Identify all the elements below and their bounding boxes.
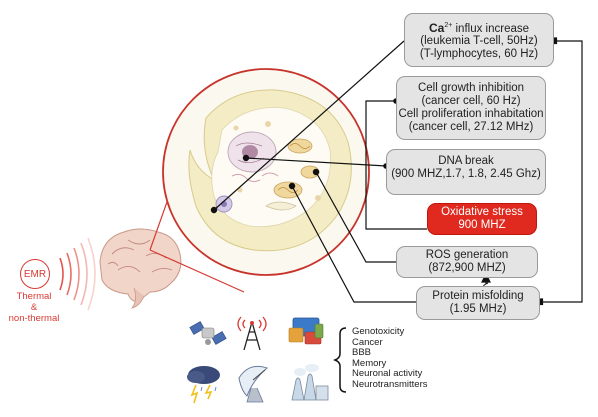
protein-line-1: Protein misfolding [432, 290, 524, 302]
dna-line-1: DNA break [438, 155, 494, 167]
emr-badge: EMR [20, 259, 50, 289]
calcium-charge: 2+ [444, 21, 453, 29]
health-effects-list: Genotoxicity Cancer BBB Memory Neuronal … [352, 326, 428, 391]
ros-generation-box: ROS generation (872,900 MHZ) [396, 246, 538, 278]
dna-break-box: DNA break (900 MHZ,1.7, 1.8, 2.45 Ghz) [386, 149, 546, 195]
dna-line-2: (900 MHZ,1.7, 1.8, 2.45 Ghz) [391, 168, 541, 180]
growth-line-2: (cancer cell, 60 Hz) [421, 95, 521, 107]
growth-line-1: Cell growth inhibition [417, 82, 525, 94]
effect-item: Memory [352, 357, 387, 369]
oxidative-line-2: 900 MHZ [458, 219, 506, 231]
effect-item: Neuronal activity [352, 368, 423, 380]
effects-brace [332, 327, 347, 393]
calcium-line-1: (leukemia T-cell, 50Hz) [420, 35, 538, 48]
emr-sub-line-2: & [30, 302, 38, 313]
growth-line-4: (cancer cell, 27.12 MHz) [408, 121, 534, 133]
growth-line-3: Cell proliferation inhabitation [398, 108, 544, 120]
radio-tower-icon [237, 316, 267, 351]
satellite-icon [189, 321, 227, 345]
cell-illustration [162, 68, 370, 276]
calcium-title-rest: influx increase [452, 22, 530, 35]
cell-growth-box: Cell growth inhibition (cancer cell, 60 … [396, 76, 546, 140]
satellite-dish-icon [238, 365, 268, 403]
storm-icon [187, 366, 220, 404]
effect-item: BBB [352, 347, 372, 359]
protein-misfolding-box: Protein misfolding (1.95 MHz) [416, 286, 540, 320]
effect-item: Cancer [352, 336, 383, 348]
protein-line-2: (1.95 MHz) [449, 303, 507, 315]
ros-line-1: ROS generation [425, 249, 509, 261]
calcium-symbol: Ca [428, 20, 445, 35]
emr-label: EMR [23, 268, 47, 280]
power-plant-icon [291, 364, 329, 401]
effect-item: Neurotransmitters [352, 378, 428, 390]
emr-sub-line-1: Thermal [16, 291, 52, 302]
ros-line-2: (872,900 MHZ) [428, 262, 506, 274]
effect-item: Genotoxicity [352, 326, 405, 337]
devices-icon [288, 317, 324, 345]
calcium-influx-box: Ca2+ influx increase (leukemia T-cell, 5… [404, 13, 554, 67]
emr-sub-line-3: non-thermal [8, 313, 60, 324]
emr-subtitle: Thermal & non-thermal [6, 291, 62, 324]
connectors [210, 37, 583, 306]
oxidative-line-1: Oxidative stress [441, 206, 523, 218]
oxidative-stress-box: Oxidative stress 900 MHZ [427, 203, 537, 235]
emr-waves [59, 237, 96, 311]
calcium-line-2: (T-lymphocytes, 60 Hz) [419, 48, 539, 61]
calcium-title: Ca2+ influx increase [429, 19, 529, 36]
brain-icon [99, 228, 182, 309]
